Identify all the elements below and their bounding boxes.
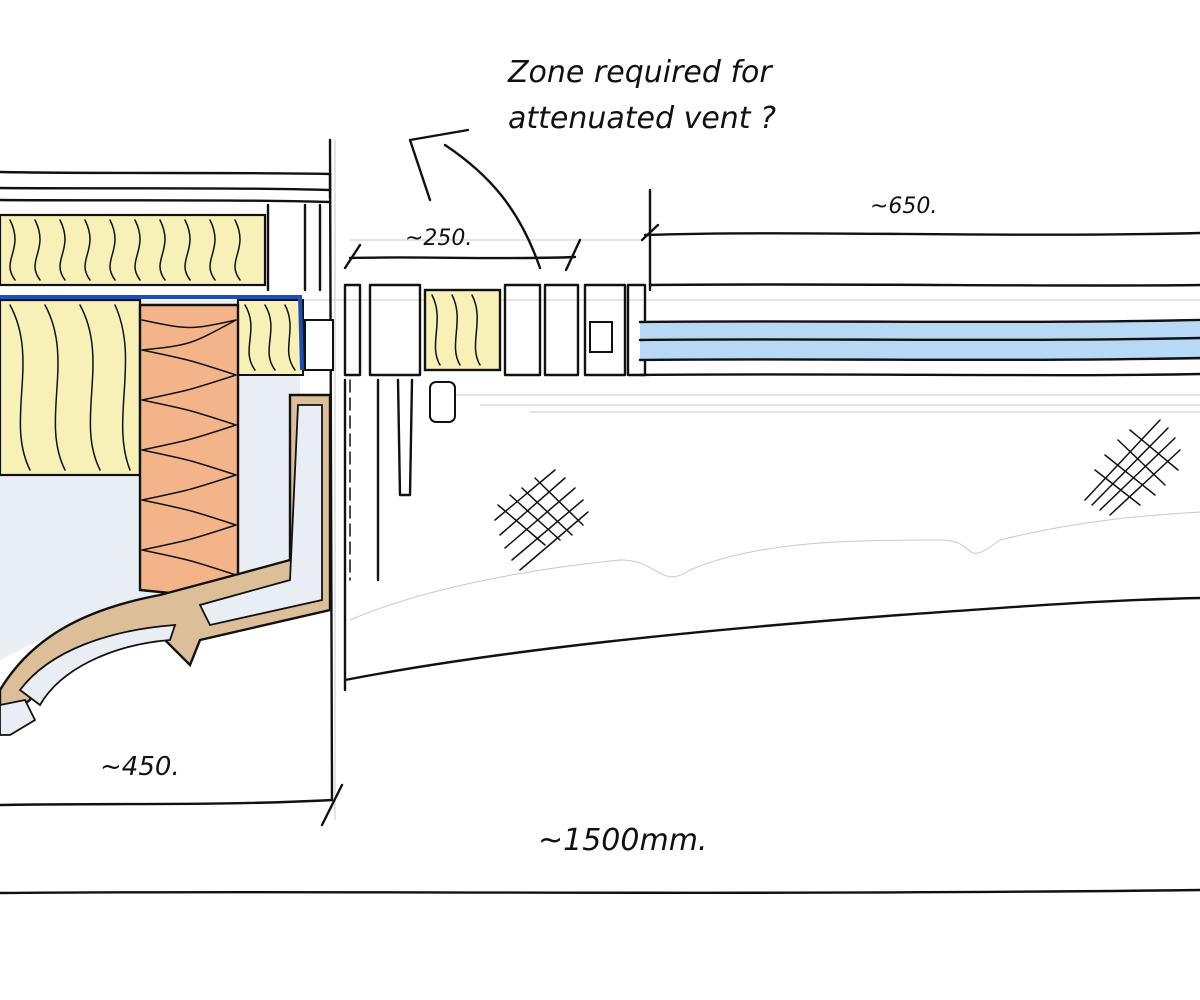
vapour-membrane	[0, 295, 304, 371]
dimension-left: ~450.	[100, 752, 180, 782]
ceiling-line	[343, 596, 1200, 682]
head-layers	[0, 138, 334, 802]
dimension-lines	[0, 188, 1200, 895]
vent-note-leader	[408, 128, 542, 270]
dimension-vent: ~250.	[405, 226, 472, 251]
glazing-unit	[638, 283, 1200, 377]
dimension-right: ~650.	[870, 194, 937, 219]
frame-inner-void	[198, 404, 323, 627]
frame-lower-void	[18, 623, 177, 707]
main-insulation-block	[0, 298, 304, 477]
vent-note-line1: Zone required for	[507, 55, 773, 90]
upper-insulation-band	[0, 213, 267, 287]
head-line-right	[643, 231, 1200, 237]
orange-insulation-column	[138, 303, 240, 597]
hatch-marks	[494, 419, 1181, 571]
dimension-overall: ~1500mm.	[538, 823, 707, 858]
vent-frame-section	[343, 283, 647, 582]
vent-note-line2: attenuated vent ?	[508, 101, 776, 136]
frame-small-void	[0, 698, 37, 736]
